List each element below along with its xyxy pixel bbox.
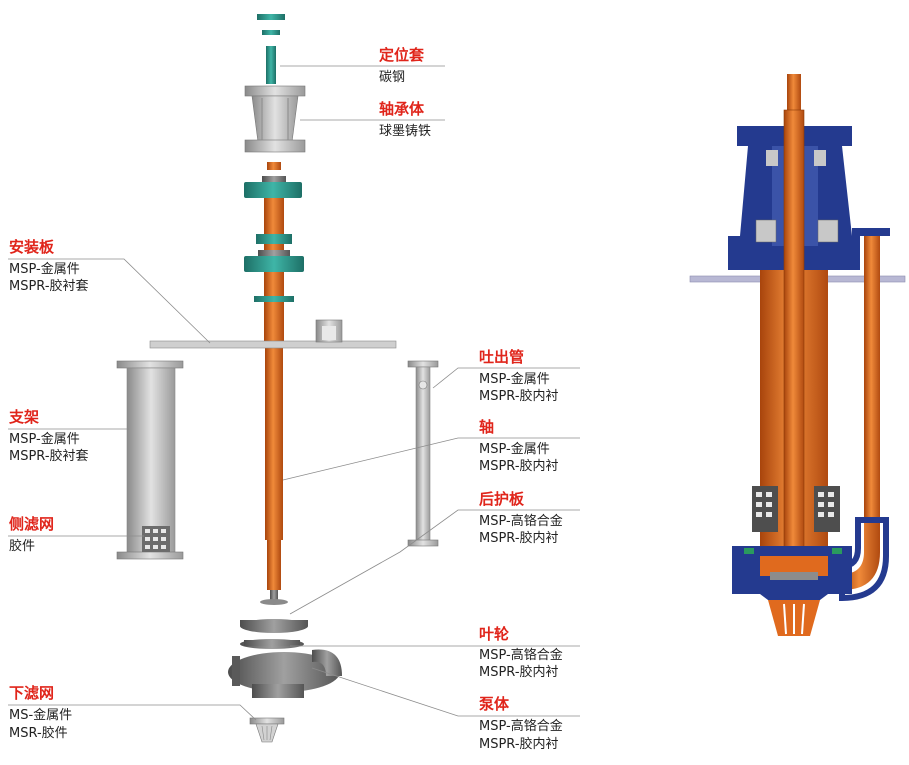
locating-sleeve-part [257,14,285,84]
lower-strainer-part [249,717,285,743]
leader-lower-strainer [8,704,257,721]
assembled-discharge-pipe [839,228,890,602]
bearing-housing-part [244,85,306,153]
label-pump-casing-title: 泵体 [479,695,510,713]
label-mounting-plate-line-2: MSPR-胶衬套 [9,279,89,294]
assembled-lower-strainer [768,600,820,636]
mounting-plate-part [149,319,397,349]
label-mounting-plate-line-1: MSP-金属件 [9,262,80,277]
assembled-pump-view [689,74,906,636]
impeller-part [240,639,304,649]
label-side-strainer-material: 胶件 [9,539,36,554]
label-pump-casing-line-1: MSP-高铬合金 [479,719,563,734]
label-impeller-title: 叶轮 [479,625,510,643]
assembled-side-strainers [752,486,840,532]
label-impeller-line-1: MSP-高铬合金 [479,648,563,663]
leader-discharge-pipe [432,367,580,389]
label-locating-sleeve-material: 碳钢 [379,70,406,85]
leader-lines [8,65,580,721]
label-discharge-pipe-line-1: MSP-金属件 [479,372,550,387]
label-back-liner-line-1: MSP-高铬合金 [479,514,563,529]
label-discharge-pipe-title: 吐出管 [479,348,525,366]
label-bearing-housing-title: 轴承体 [379,100,425,118]
label-discharge-pipe-line-2: MSPR-胶内衬 [479,389,559,404]
label-back-liner-title: 后护板 [479,490,525,508]
label-side-strainer-title: 侧滤网 [9,515,55,533]
leader-shaft [282,437,580,481]
label-back-liner-line-2: MSPR-胶内衬 [479,531,559,546]
shaft-part [244,162,304,604]
discharge-pipe-part [407,360,439,547]
label-impeller-line-2: MSPR-胶内衬 [479,665,559,680]
label-shaft-line-1: MSP-金属件 [479,442,550,457]
assembled-shaft [783,109,805,571]
label-bracket-title: 支架 [9,408,40,426]
leader-mounting-plate [8,258,211,344]
label-mounting-plate-title: 安装板 [9,238,55,256]
label-shaft-title: 轴 [479,418,495,436]
exploded-view [116,14,439,743]
label-lower-strainer-line-1: MS-金属件 [9,708,73,723]
label-bearing-housing-material: 球墨铸铁 [379,124,432,139]
label-lower-strainer-title: 下滤网 [9,684,55,702]
label-lower-strainer-line-2: MSR-胶件 [9,726,68,741]
assembled-pump-casing [732,546,852,600]
label-bracket-line-2: MSPR-胶衬套 [9,449,89,464]
leader-back-liner [289,509,580,615]
side-strainer-part [142,526,170,552]
label-pump-casing-line-2: MSPR-胶内衬 [479,737,559,752]
leader-pump-casing [311,667,580,717]
bracket-part [116,360,184,560]
label-locating-sleeve-title: 定位套 [379,46,425,64]
label-bracket-line-1: MSP-金属件 [9,432,80,447]
pump-casing-part [228,649,342,698]
back-liner-part [240,599,308,633]
label-shaft-line-2: MSPR-胶内衬 [479,459,559,474]
